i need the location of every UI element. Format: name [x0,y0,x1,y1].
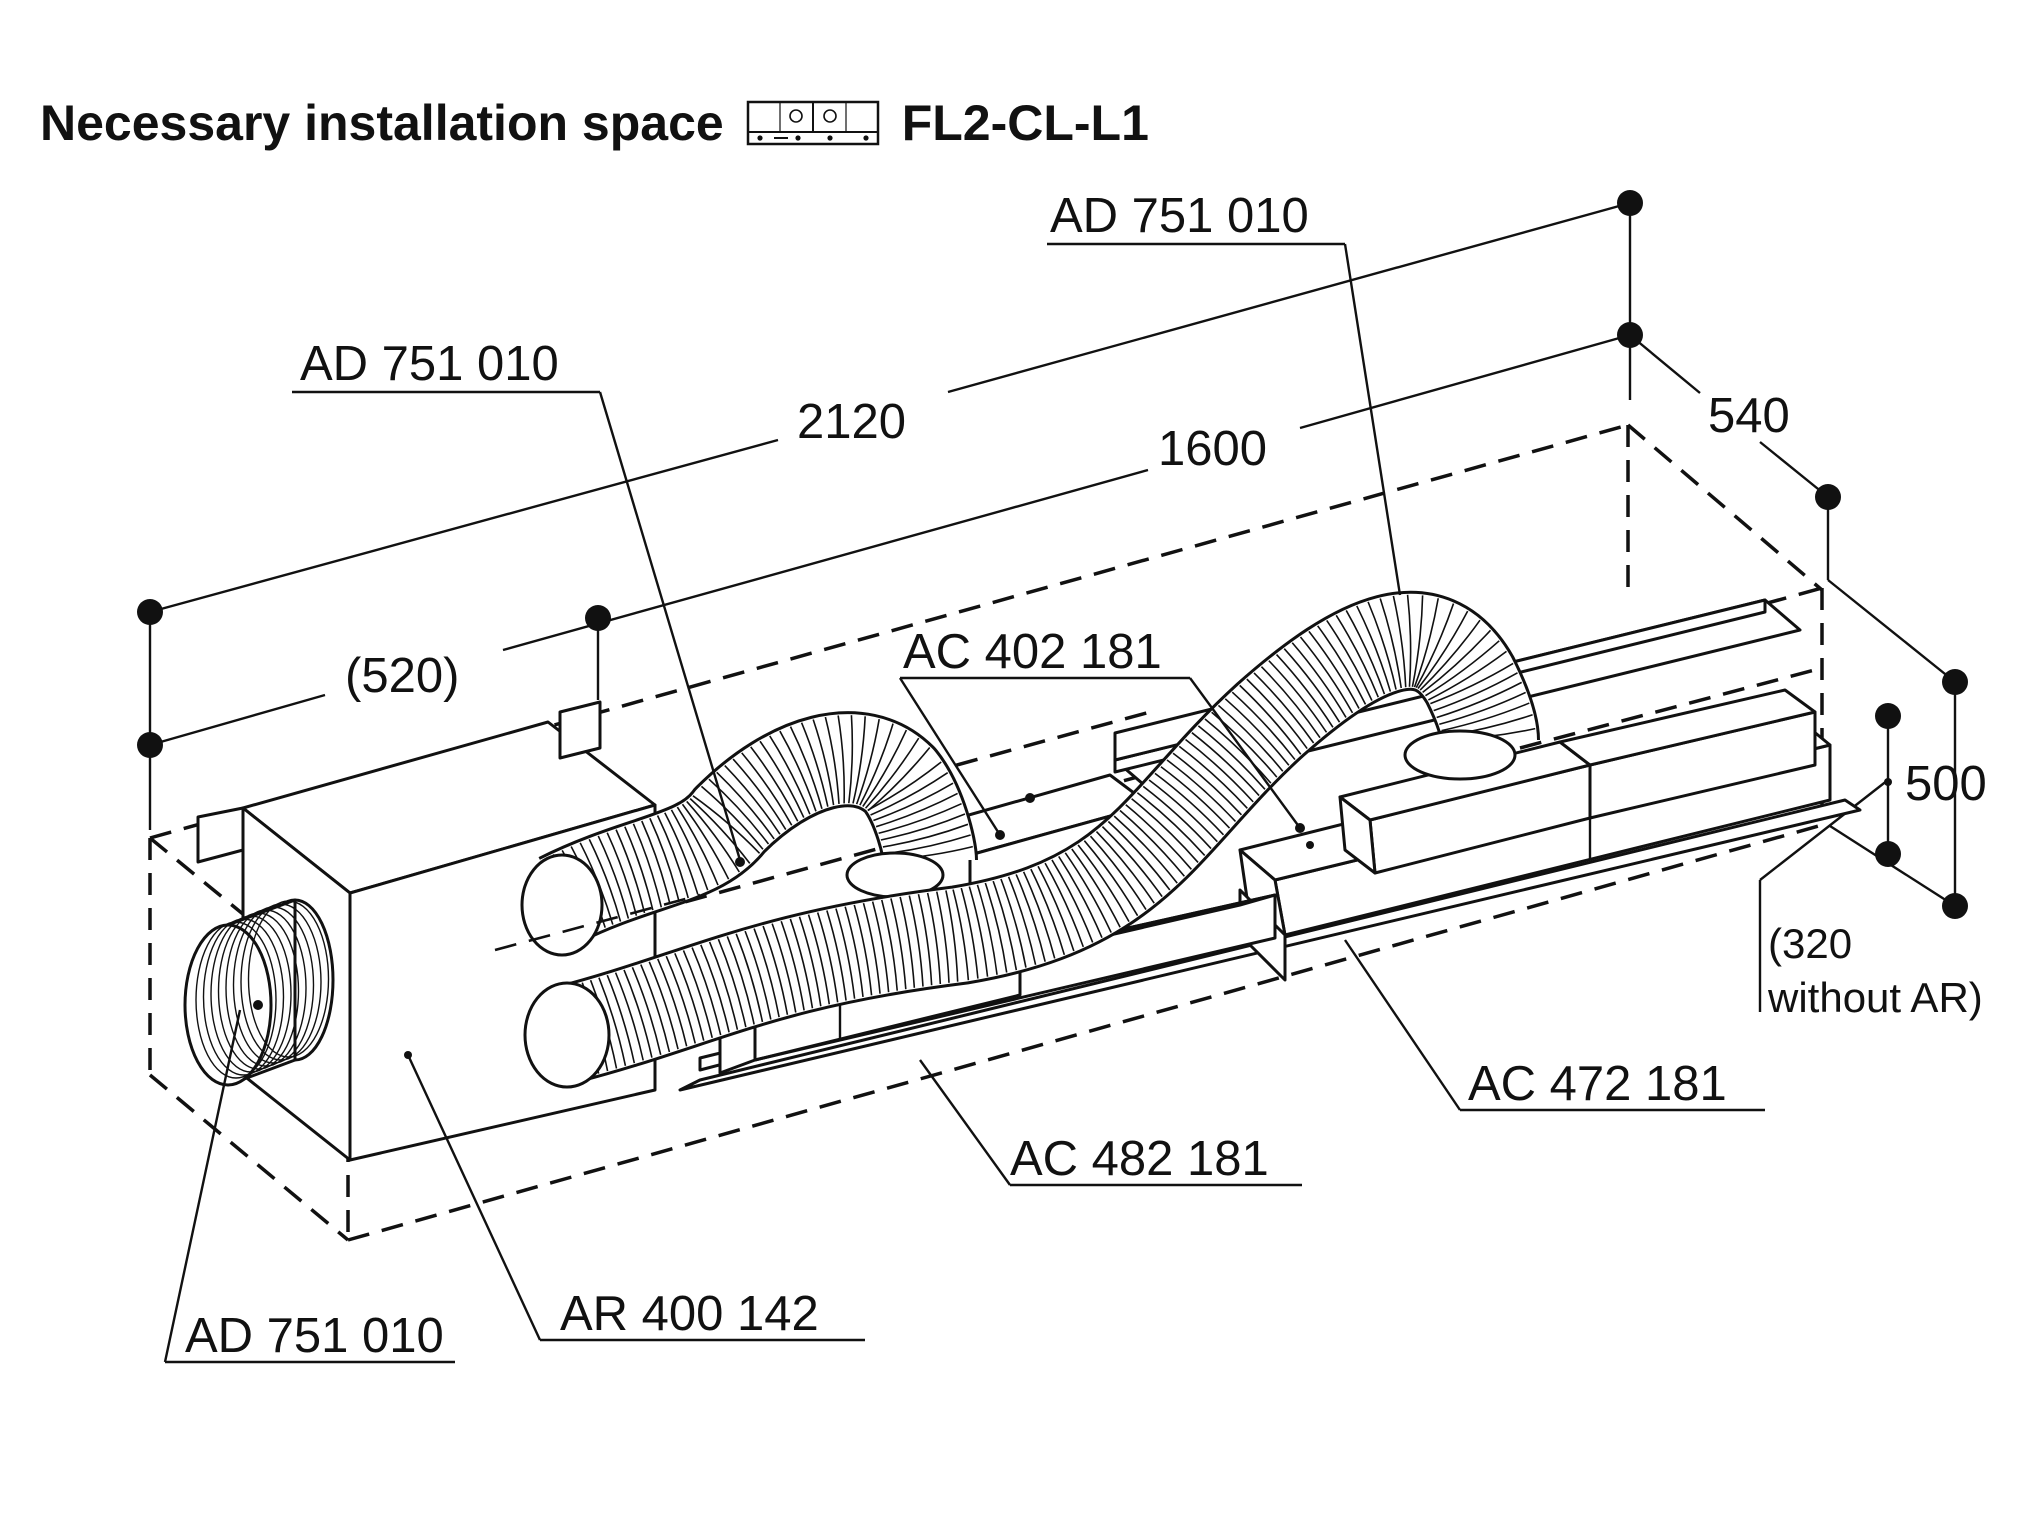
part-label-channel-front-mid: AC 482 181 [1010,1132,1269,1186]
page-title: Necessary installation space [40,95,724,151]
model-name: FL2-CL-L1 [901,95,1149,151]
dim-depth: 540 [1708,389,1790,443]
header: Necessary installation space FL2-CL-L1 [40,88,1149,158]
hob-two-zone-icon [746,100,879,146]
dim-module-width: (520) [345,649,459,703]
hose-long [523,590,1540,1089]
dim-height-note-line1: (320 [1768,920,1852,967]
part-label-channel-top: AC 402 181 [903,625,1162,679]
dim-height-note-line2: without AR) [1767,974,1983,1021]
part-label-channel-front-right: AC 472 181 [1468,1057,1727,1111]
part-label-module-box: AR 400 142 [560,1287,819,1341]
dim-height: 500 [1905,757,1987,811]
dimension-end-dots [137,190,1968,919]
dim-overall-length: 2120 [797,395,906,449]
part-label-hose-top-left: AD 751 010 [300,337,559,391]
module-block-right [1338,688,1817,875]
hose-upper [520,711,978,957]
part-label-hose-bottom-left: AD 751 010 [185,1309,444,1363]
leader-lines [163,242,1765,1364]
outlet-pipe-left [183,898,335,1087]
part-label-hose-top-right: AD 751 010 [1050,189,1309,243]
dim-hob-length: 1600 [1158,422,1267,476]
